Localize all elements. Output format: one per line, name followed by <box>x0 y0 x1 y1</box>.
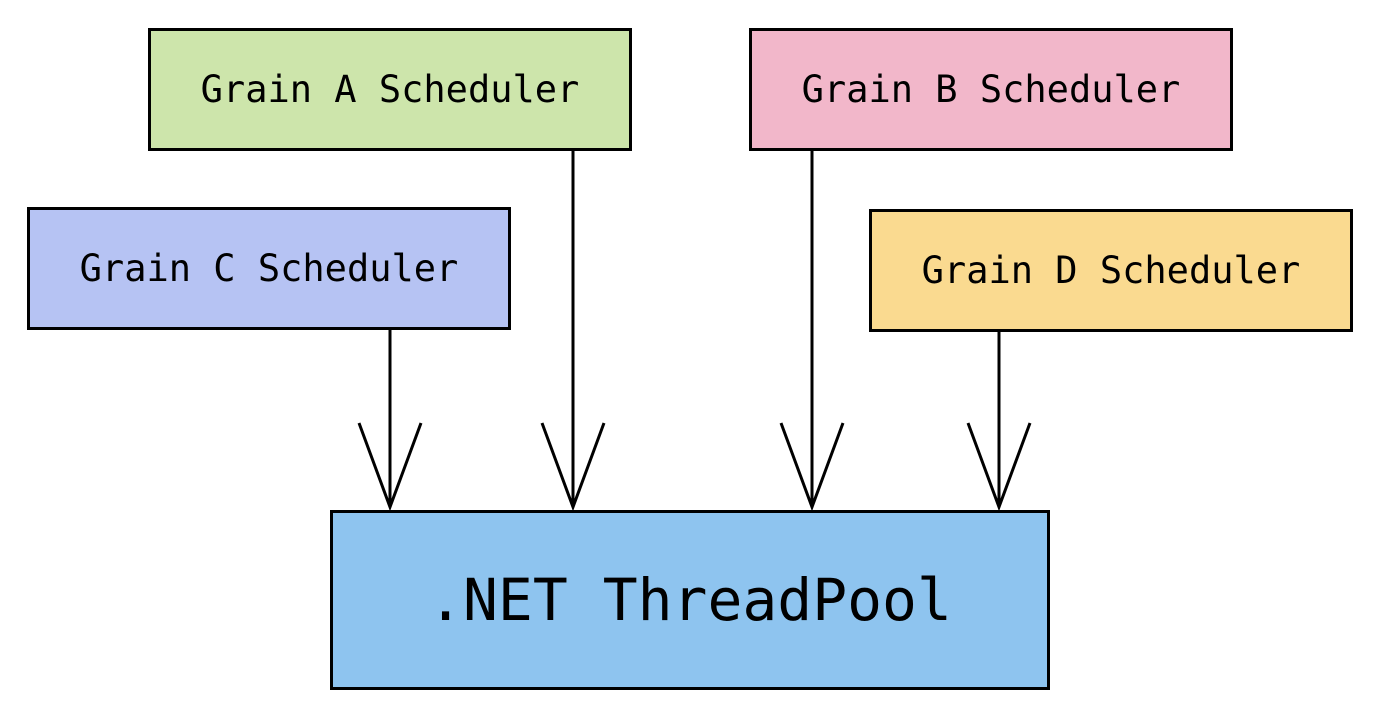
node-grain-c-scheduler: Grain C Scheduler <box>27 207 511 330</box>
arrow-head-icon <box>779 422 845 512</box>
node-grain-d-scheduler: Grain D Scheduler <box>869 209 1353 332</box>
node-grain-c-label: Grain C Scheduler <box>79 247 459 290</box>
arrow-head-icon <box>966 422 1032 512</box>
arrow-grain-a-to-threadpool <box>540 150 606 512</box>
arrow-grain-c-to-threadpool <box>357 329 423 512</box>
node-dotnet-threadpool-label: .NET ThreadPool <box>428 566 952 634</box>
node-dotnet-threadpool: .NET ThreadPool <box>330 510 1050 690</box>
node-grain-d-label: Grain D Scheduler <box>921 249 1301 292</box>
arrow-head-icon <box>540 422 606 512</box>
arrow-head-icon <box>357 422 423 512</box>
node-grain-a-label: Grain A Scheduler <box>200 68 580 111</box>
arrow-grain-d-to-threadpool <box>966 331 1032 512</box>
node-grain-b-label: Grain B Scheduler <box>801 68 1181 111</box>
node-grain-b-scheduler: Grain B Scheduler <box>749 28 1233 151</box>
arrow-grain-b-to-threadpool <box>779 150 845 512</box>
node-grain-a-scheduler: Grain A Scheduler <box>148 28 632 151</box>
